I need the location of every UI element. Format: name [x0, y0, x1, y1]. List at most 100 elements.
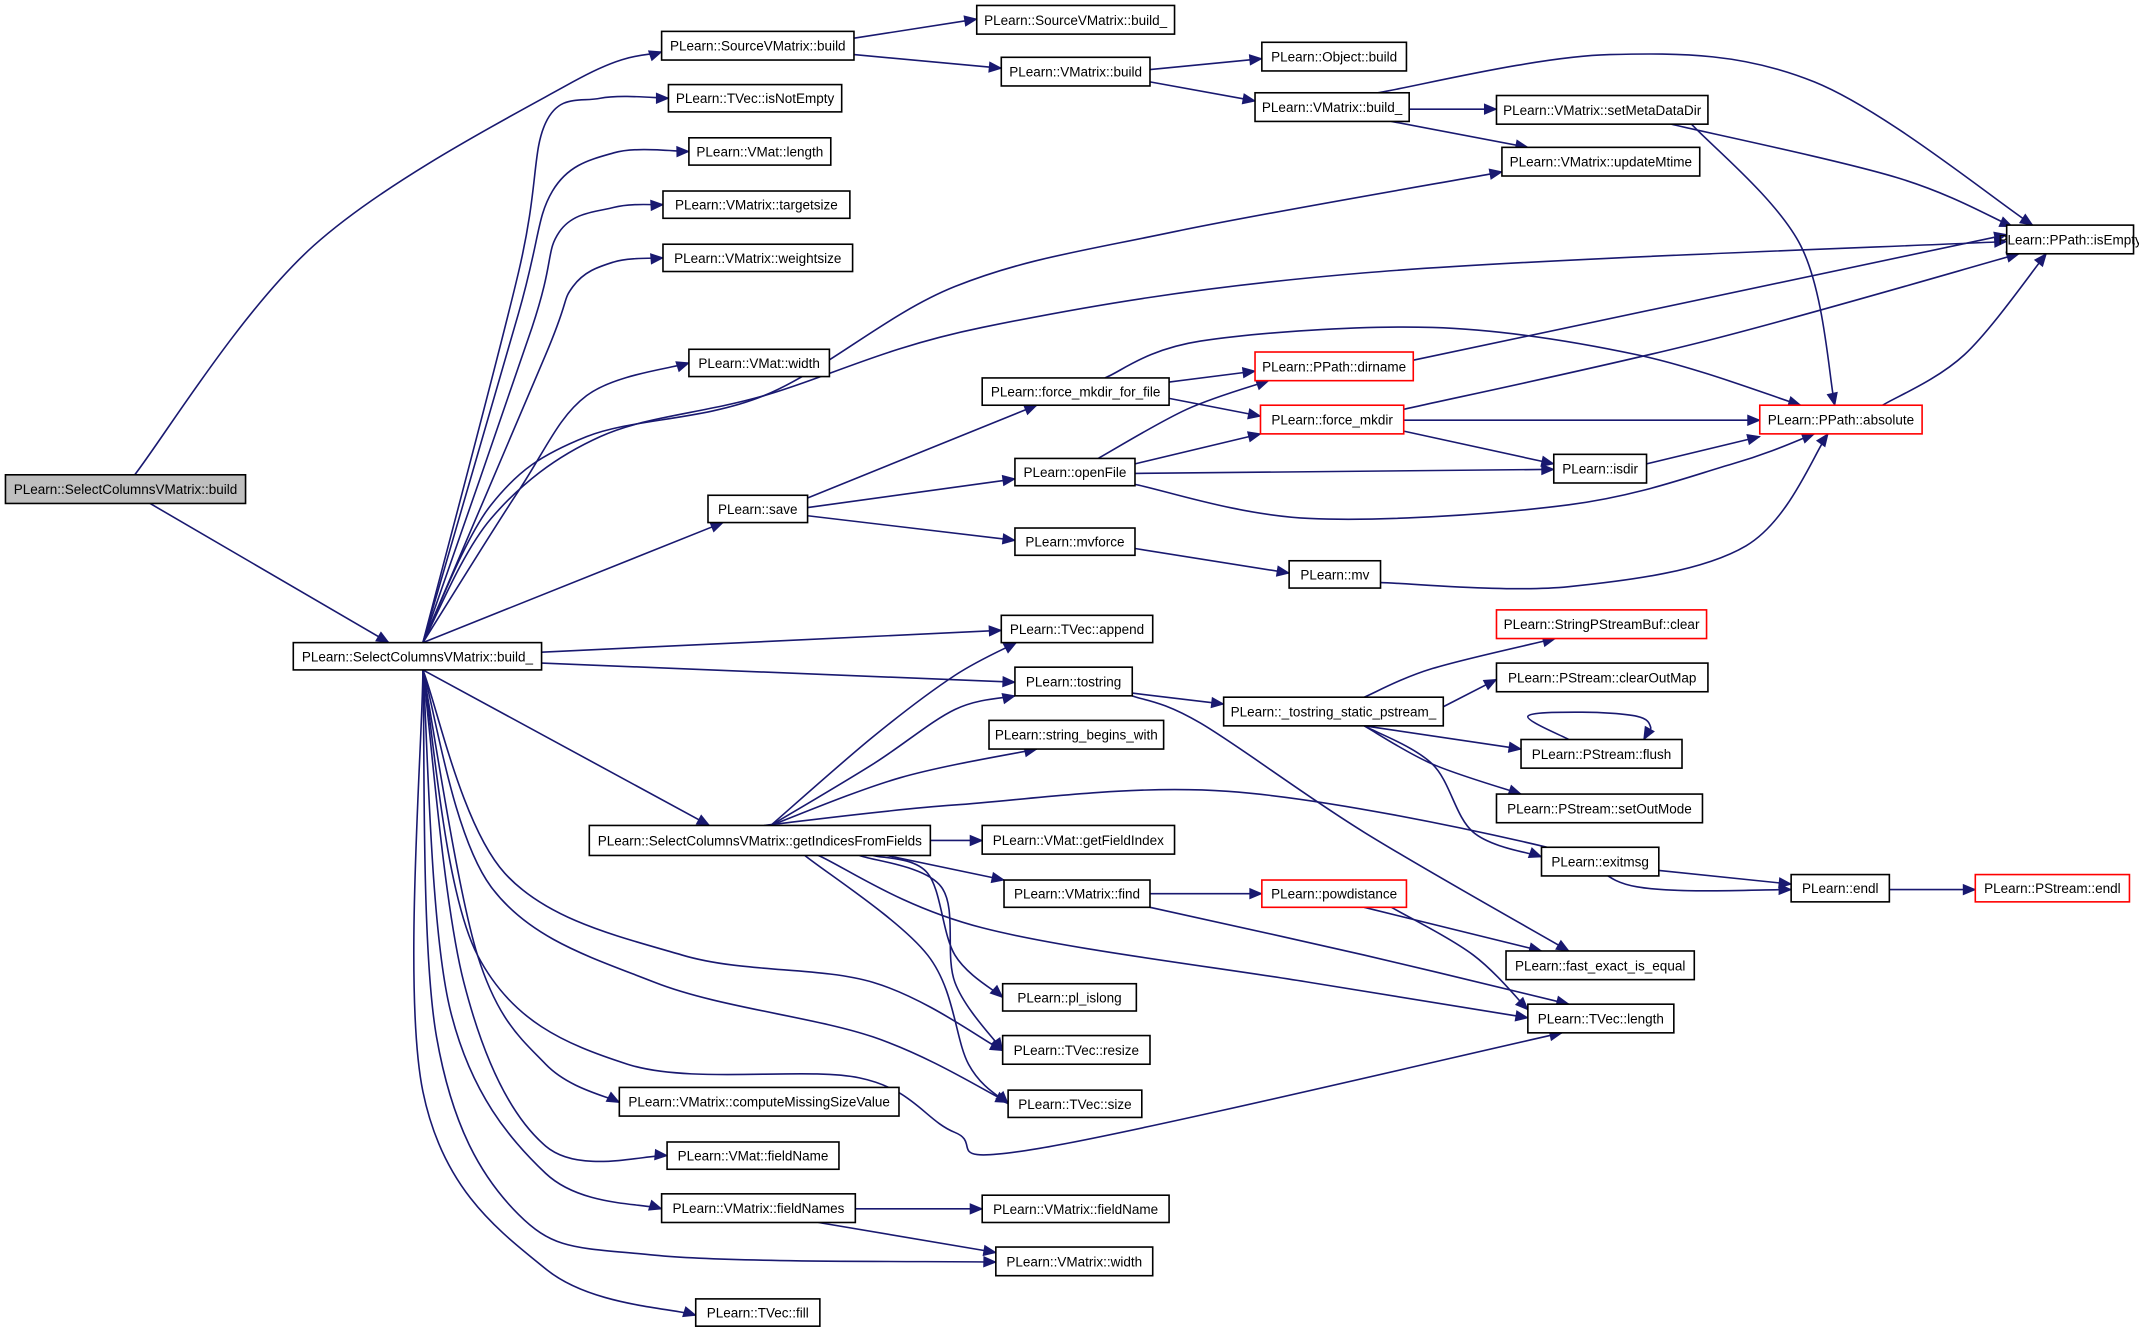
node-n28[interactable]: PLearn::PStream::clearOutMap — [1495, 662, 1709, 693]
node-box[interactable] — [1527, 1003, 1675, 1034]
node-n11[interactable]: PLearn::TVec::isNotEmpty — [667, 83, 843, 113]
node-n38[interactable]: PLearn::powdistance — [1261, 879, 1408, 909]
node-box[interactable] — [688, 137, 832, 166]
node-box[interactable] — [1501, 146, 1701, 177]
node-box[interactable] — [981, 1194, 1170, 1224]
node-n10[interactable]: PLearn::PPath::absolute — [1758, 404, 1923, 435]
node-n47[interactable]: PLearn::VMatrix::fieldName — [981, 1194, 1170, 1224]
node-box[interactable] — [1758, 404, 1923, 435]
node-n36[interactable]: PLearn::VMat::getFieldIndex — [981, 824, 1176, 855]
node-box[interactable] — [1974, 873, 2131, 903]
node-n39[interactable]: PLearn::fast_exact_is_equal — [1505, 950, 1696, 981]
node-n49[interactable]: PLearn::TVec::fill — [694, 1298, 821, 1327]
node-n46[interactable]: PLearn::VMatrix::fieldNames — [660, 1193, 857, 1224]
node-box[interactable] — [1495, 609, 1708, 640]
node-n2[interactable]: PLearn::SelectColumnsVMatrix::build_ — [292, 641, 543, 671]
node-n17[interactable]: PLearn::force_mkdir_for_file — [981, 377, 1170, 407]
node-n29[interactable]: PLearn::PStream::flush — [1520, 738, 1683, 769]
node-n7[interactable]: PLearn::VMatrix::setMetaDataDir — [1495, 94, 1709, 125]
node-box[interactable] — [981, 377, 1170, 407]
node-box[interactable] — [1001, 982, 1138, 1012]
node-n5[interactable]: PLearn::Object::build — [1261, 41, 1408, 72]
node-n16[interactable]: PLearn::save — [707, 494, 809, 524]
node-box[interactable] — [666, 1141, 840, 1171]
node-n18[interactable]: PLearn::PPath::dirname — [1254, 351, 1415, 382]
node-n1[interactable]: PLearn::SourceVMatrix::build — [660, 30, 855, 61]
node-box[interactable] — [1014, 527, 1136, 557]
node-n22[interactable]: PLearn::mvforce — [1014, 527, 1136, 557]
node-box[interactable] — [1001, 1034, 1151, 1066]
node-box[interactable] — [1552, 453, 1648, 484]
node-box[interactable] — [1540, 846, 1660, 877]
node-box[interactable] — [1003, 879, 1151, 909]
node-box[interactable] — [1495, 662, 1709, 693]
node-box[interactable] — [1007, 1089, 1143, 1119]
node-box[interactable] — [975, 4, 1176, 35]
node-box[interactable] — [988, 719, 1165, 750]
node-box[interactable] — [1495, 94, 1709, 125]
node-box[interactable] — [1520, 738, 1683, 769]
node-n40[interactable]: PLearn::TVec::length — [1527, 1003, 1675, 1034]
node-box[interactable] — [995, 1246, 1154, 1277]
node-box[interactable] — [660, 30, 855, 61]
node-box[interactable] — [1014, 666, 1134, 697]
node-n15[interactable]: PLearn::VMat::width — [688, 348, 831, 378]
node-box[interactable] — [662, 190, 851, 220]
node-n30[interactable]: PLearn::PStream::setOutMode — [1495, 793, 1704, 824]
node-n19[interactable]: PLearn::force_mkdir — [1259, 404, 1405, 435]
node-box[interactable] — [1261, 41, 1408, 72]
node-n48[interactable]: PLearn::VMatrix::width — [995, 1246, 1154, 1277]
node-n13[interactable]: PLearn::VMatrix::targetsize — [662, 190, 851, 220]
node-n24[interactable]: PLearn::TVec::append — [1000, 614, 1154, 644]
node-box[interactable] — [1254, 91, 1410, 123]
node-n33[interactable]: PLearn::PStream::endl — [1974, 873, 2131, 903]
node-box[interactable] — [660, 1193, 857, 1224]
node-n14[interactable]: PLearn::VMatrix::weightsize — [662, 243, 854, 273]
node-n20[interactable]: PLearn::openFile — [1014, 457, 1136, 487]
node-box[interactable] — [1014, 457, 1136, 487]
node-box[interactable] — [662, 243, 854, 273]
node-box[interactable] — [1222, 696, 1445, 727]
node-box[interactable] — [618, 1086, 900, 1117]
node-n27[interactable]: PLearn::StringPStreamBuf::clear — [1495, 609, 1708, 640]
node-n34[interactable]: PLearn::string_begins_with — [988, 719, 1165, 750]
node-box[interactable] — [1495, 793, 1704, 824]
node-n26[interactable]: PLearn::_tostring_static_pstream_ — [1222, 696, 1445, 727]
node-box[interactable] — [1505, 950, 1696, 981]
node-n8[interactable]: PLearn::VMatrix::updateMtime — [1501, 146, 1701, 177]
node-box[interactable] — [1254, 351, 1415, 382]
node-box[interactable] — [707, 494, 809, 524]
node-n6[interactable]: PLearn::VMatrix::build_ — [1254, 91, 1410, 123]
node-n35[interactable]: PLearn::SelectColumnsVMatrix::getIndices… — [588, 824, 932, 857]
node-box[interactable] — [1790, 873, 1891, 903]
node-n21[interactable]: PLearn::isdir — [1552, 453, 1648, 484]
node-n0[interactable]: PLearn::SelectColumnsVMatrix::build — [4, 474, 247, 505]
node-n31[interactable]: PLearn::exitmsg — [1540, 846, 1660, 877]
node-box[interactable] — [1288, 559, 1382, 589]
node-n4[interactable]: PLearn::VMatrix::build — [1000, 56, 1151, 87]
node-n3[interactable]: PLearn::SourceVMatrix::build_ — [975, 4, 1176, 35]
node-n43[interactable]: PLearn::TVec::size — [1007, 1089, 1143, 1119]
node-box[interactable] — [667, 83, 843, 113]
node-n25[interactable]: PLearn::tostring — [1014, 666, 1134, 697]
node-n42[interactable]: PLearn::TVec::resize — [1001, 1034, 1151, 1066]
node-box[interactable] — [1000, 56, 1151, 87]
node-n45[interactable]: PLearn::VMat::fieldName — [666, 1141, 840, 1171]
node-n32[interactable]: PLearn::endl — [1790, 873, 1891, 903]
node-n41[interactable]: PLearn::pl_islong — [1001, 982, 1138, 1012]
node-box[interactable] — [292, 641, 543, 671]
node-box[interactable] — [981, 824, 1176, 855]
node-box[interactable] — [2005, 224, 2135, 255]
node-box[interactable] — [588, 824, 932, 857]
node-box[interactable] — [1259, 404, 1405, 435]
node-n44[interactable]: PLearn::VMatrix::computeMissingSizeValue — [618, 1086, 900, 1117]
node-n23[interactable]: PLearn::mv — [1288, 559, 1382, 589]
node-box[interactable] — [688, 348, 831, 378]
node-box[interactable] — [1261, 879, 1408, 909]
node-n37[interactable]: PLearn::VMatrix::find — [1003, 879, 1151, 909]
node-box[interactable] — [694, 1298, 821, 1327]
node-box[interactable] — [1000, 614, 1154, 644]
node-box[interactable] — [4, 474, 247, 505]
node-n12[interactable]: PLearn::VMat::length — [688, 137, 832, 166]
node-n9[interactable]: PLearn::PPath::isEmpty — [1998, 224, 2139, 255]
